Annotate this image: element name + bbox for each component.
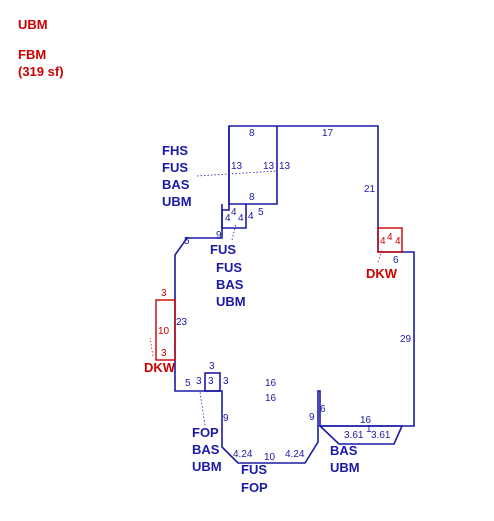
code-bas: BAS — [216, 277, 244, 292]
code-bas: BAS — [162, 177, 190, 192]
dimension-label: 13 — [231, 161, 243, 172]
dimension-label: 23 — [176, 317, 188, 328]
dimension-label: 3.61 — [371, 430, 391, 441]
upper-inner-box — [228, 126, 278, 205]
dimension-label: 8 — [249, 128, 255, 139]
code-ubm: UBM — [216, 294, 246, 309]
dimension-label: 3 — [209, 361, 215, 372]
code-fop: FOP — [241, 480, 268, 495]
code-fhs: FHS — [162, 143, 188, 158]
dimension-label: 5 — [258, 207, 264, 218]
code-fus: FUS — [162, 160, 188, 175]
dimension-label: 6 — [320, 404, 326, 415]
dkw-right-box — [377, 227, 403, 253]
dimension-label: 6 — [393, 255, 399, 266]
dimension-label: 9 — [309, 412, 315, 423]
code-fus: FUS — [216, 260, 242, 275]
label-group-bottom-right: BAS UBM — [330, 443, 360, 475]
code-dkw-right: DKW — [366, 266, 398, 281]
code-ubm: UBM — [162, 194, 192, 209]
stair-box — [204, 372, 221, 392]
dimension-label: 16 — [265, 393, 277, 404]
legend-code-ubm: UBM — [18, 17, 48, 32]
legend-code-fbm: FBM — [18, 47, 46, 62]
dimension-label: 5 — [185, 378, 191, 389]
code-fus: FUS — [241, 462, 267, 477]
dimension-label: 4 — [395, 236, 401, 247]
code-ubm: UBM — [192, 459, 222, 474]
dimension-label: 3 — [161, 288, 167, 299]
dimension-label: 8 — [249, 192, 255, 203]
dimension-label: 4 — [380, 236, 386, 247]
step-box — [221, 204, 247, 229]
code-dkw-left: DKW — [144, 360, 176, 375]
dimension-label: 4.24 — [233, 449, 253, 460]
label-group-bottom-center: FUS FOP — [241, 462, 268, 495]
dimension-label: 3 — [161, 348, 167, 359]
bottom-step — [317, 425, 404, 445]
dimension-label: 9 — [223, 413, 229, 424]
dimension-label: 3 — [208, 376, 214, 387]
dimension-label: 16 — [265, 378, 277, 389]
leader-dkw-left — [149, 337, 154, 357]
code-fus: FUS — [210, 242, 236, 257]
leader-middle — [231, 223, 237, 241]
dimension-label: 4 — [231, 207, 237, 218]
label-group-bottom-left: FOP BAS UBM — [192, 425, 222, 474]
dimension-label: 13 — [279, 161, 291, 172]
leader-bottom-left — [199, 391, 206, 426]
dimension-label: 17 — [322, 128, 334, 139]
dimension-label: 29 — [400, 334, 412, 345]
dimension-label: 5 — [184, 236, 190, 247]
leader-upper-left — [196, 170, 278, 177]
dkw-left-box — [155, 299, 176, 361]
dimension-label: 4 — [225, 213, 231, 224]
dimension-label: 3.61 — [344, 430, 364, 441]
code-bas: BAS — [192, 442, 220, 457]
label-group-upper-left: FHS FUS BAS UBM — [162, 143, 192, 209]
main-outline — [174, 125, 415, 464]
dimension-label: 4.24 — [285, 449, 305, 460]
code-ubm: UBM — [330, 460, 360, 475]
dimension-label: 9 — [216, 230, 222, 241]
label-group-middle: FUS FUS BAS UBM — [210, 242, 246, 309]
dimension-label: 3 — [196, 376, 202, 387]
code-bas: BAS — [330, 443, 358, 458]
dimension-label: 13 — [263, 161, 275, 172]
dimension-label: 4 — [248, 211, 254, 222]
dimension-label: 4 — [238, 213, 244, 224]
dimension-label: 21 — [364, 184, 376, 195]
dimension-label: 3 — [223, 376, 229, 387]
leader-dkw-right — [377, 249, 383, 263]
dimension-label: 1 — [366, 424, 372, 435]
dimension-label: 16 — [360, 415, 372, 426]
dimension-label: 10 — [158, 326, 170, 337]
legend-area: (319 sf) — [18, 64, 64, 79]
dimension-label: 4 — [387, 232, 393, 243]
code-fop: FOP — [192, 425, 219, 440]
dimension-label: 10 — [264, 452, 276, 463]
